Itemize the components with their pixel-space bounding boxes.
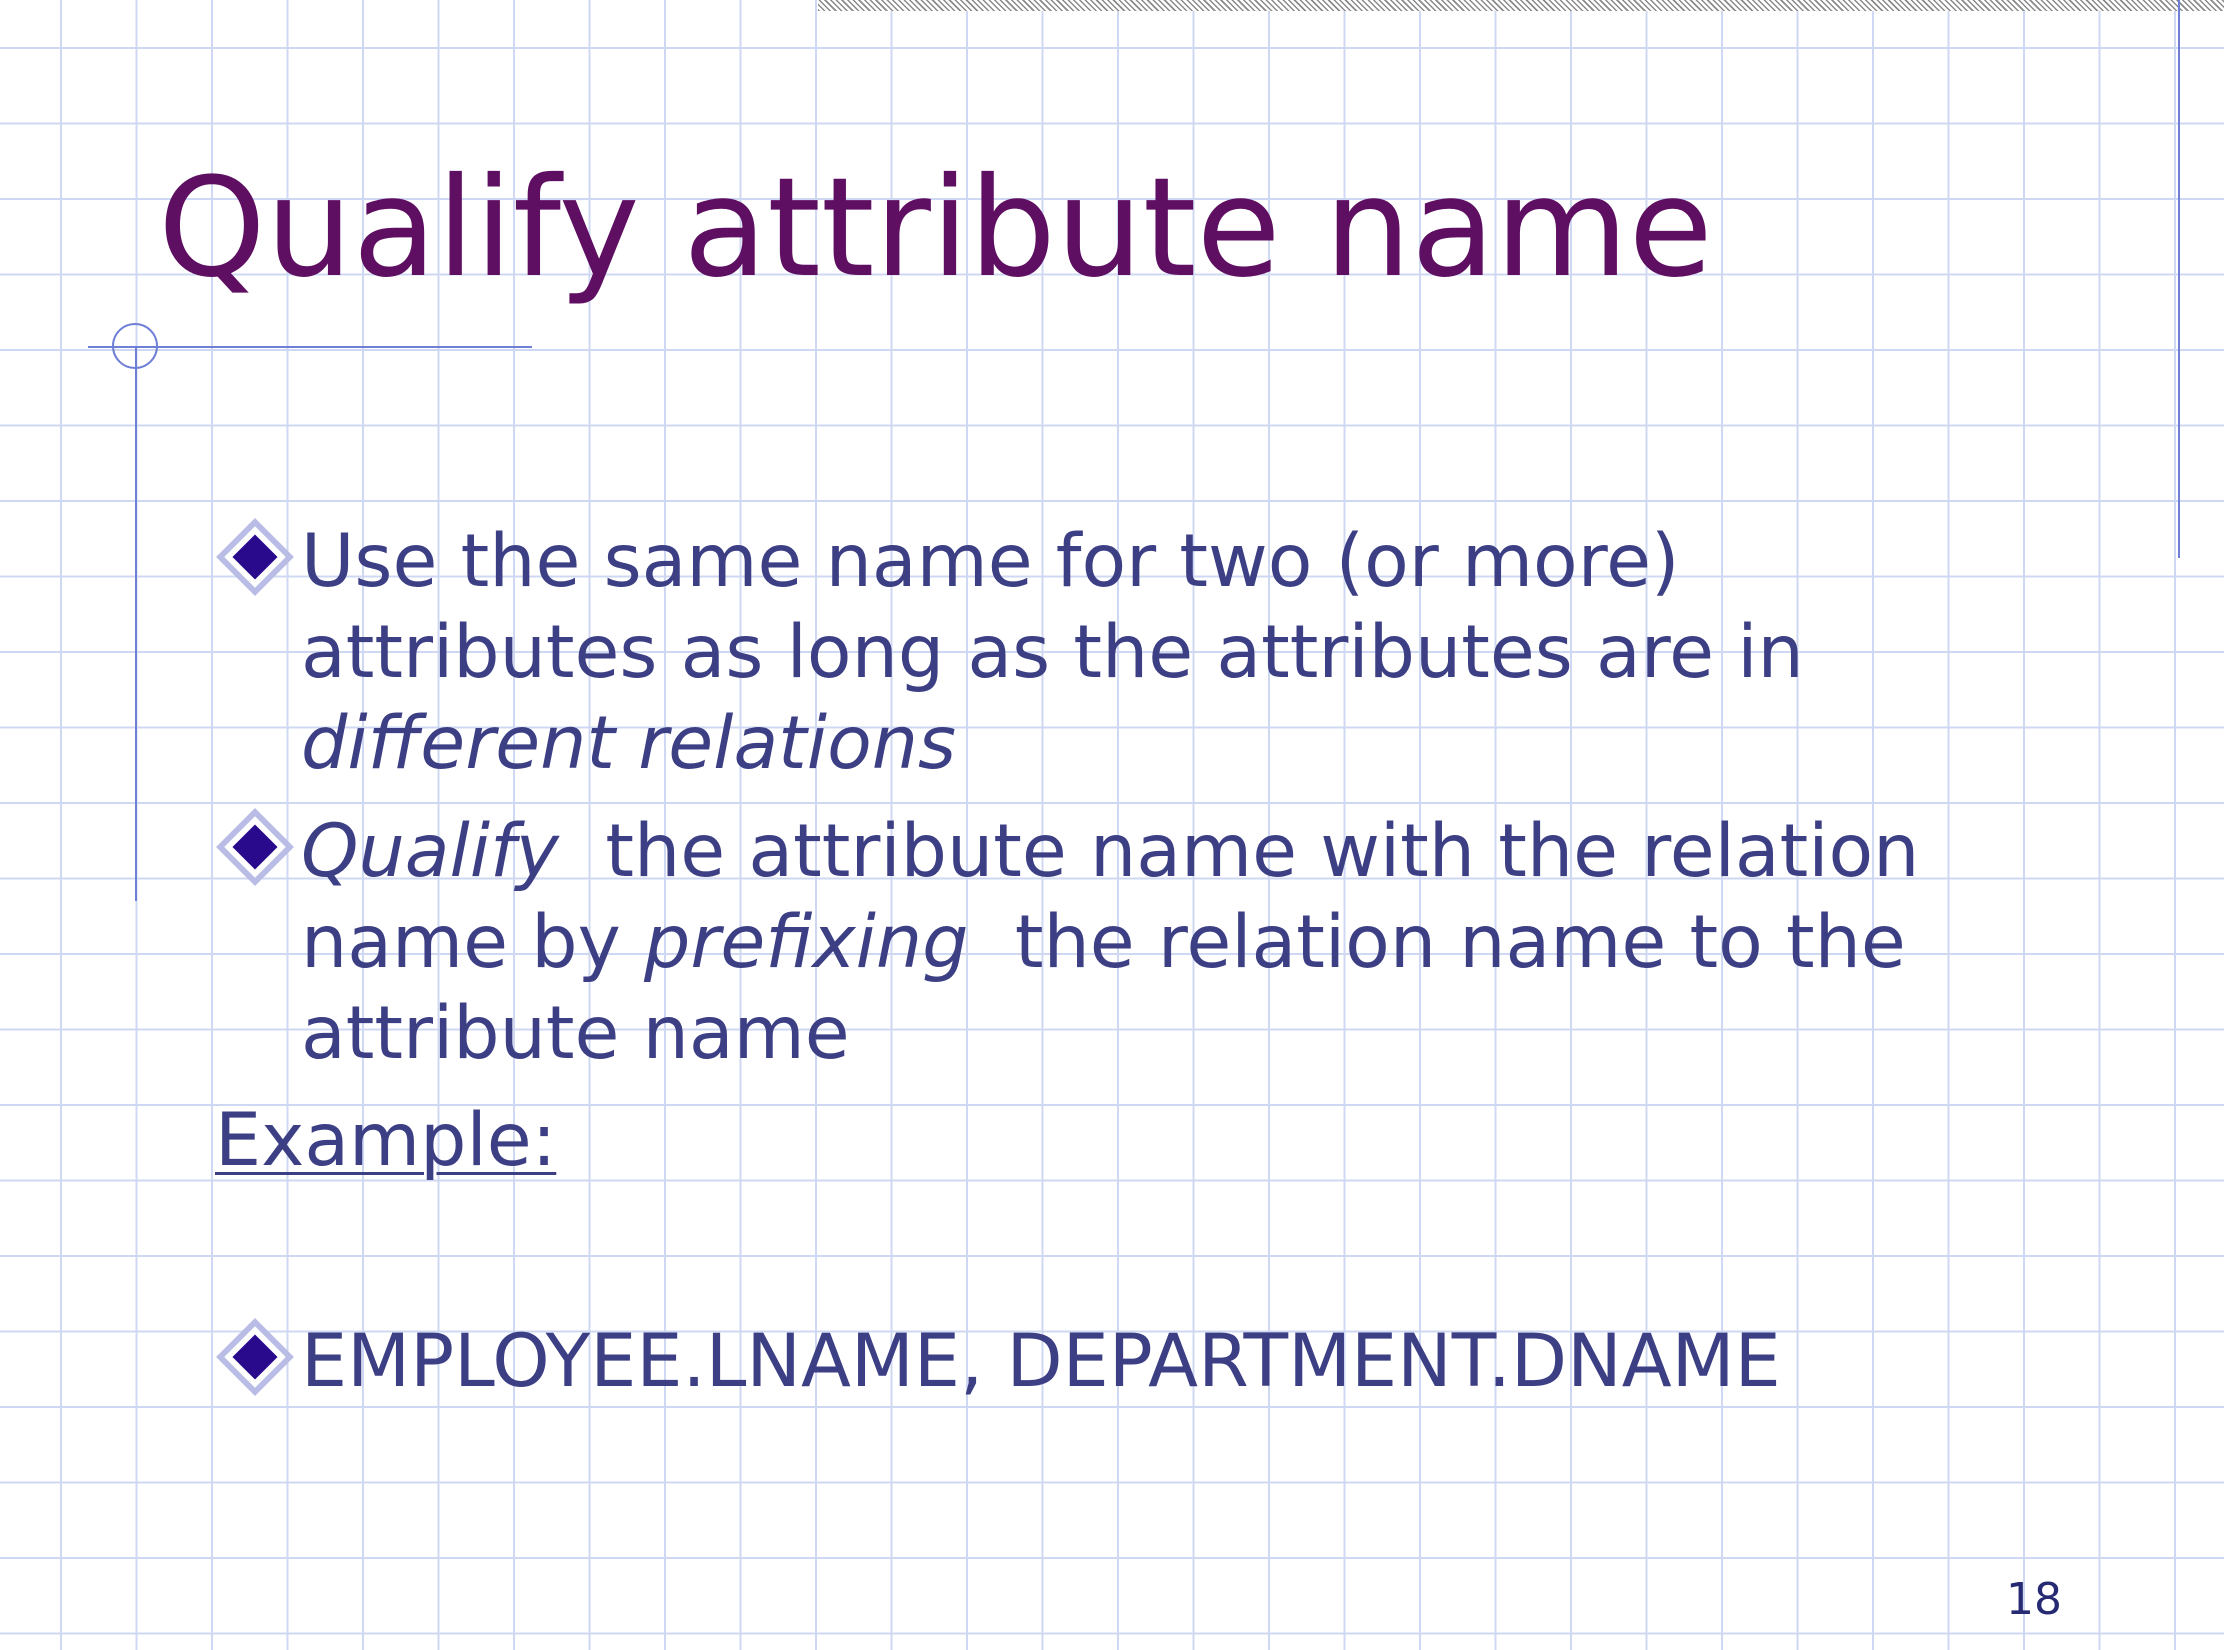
title-circle-ornament (112, 323, 158, 369)
left-decorative-rule (135, 346, 137, 901)
example-label: Example: (215, 1098, 557, 1183)
bullet-2-line-1-rest: the attribute name with the relation (558, 809, 1920, 894)
example-bullet-text: EMPLOYEE.LNAME, DEPARTMENT.DNAME (301, 1319, 1781, 1404)
bullet-2-line-3: attribute name (301, 991, 850, 1076)
bullet-2-line-1: Qualify the attribute name with the rela… (301, 815, 1919, 888)
bullet-2-prefixing-term: prefixing (643, 900, 969, 985)
diamond-bullet-icon (216, 1318, 294, 1396)
bullet-2-qualify-term: Qualify (301, 809, 559, 894)
bullet-1-line-1: Use the same name for two (or more) (301, 519, 1680, 604)
right-decorative-rule (2178, 0, 2180, 558)
diamond-bullet-icon (216, 518, 294, 596)
bullet-2-line-2: name by prefixing the relation name to t… (301, 906, 1906, 979)
bullet-2-line-2-start: name by (301, 900, 644, 985)
bullet-2-line-2-rest: the relation name to the (968, 900, 1906, 985)
slide-title: Qualify attribute name (158, 149, 1713, 308)
top-hatched-border (818, 0, 2224, 11)
diamond-bullet-icon (216, 808, 294, 886)
title-underline-rule (88, 346, 532, 348)
page-number: 18 (2006, 1574, 2062, 1625)
bullet-1-line-2: attributes as long as the attributes are… (301, 610, 1804, 695)
bullet-1-line-3: different relations (301, 701, 957, 786)
